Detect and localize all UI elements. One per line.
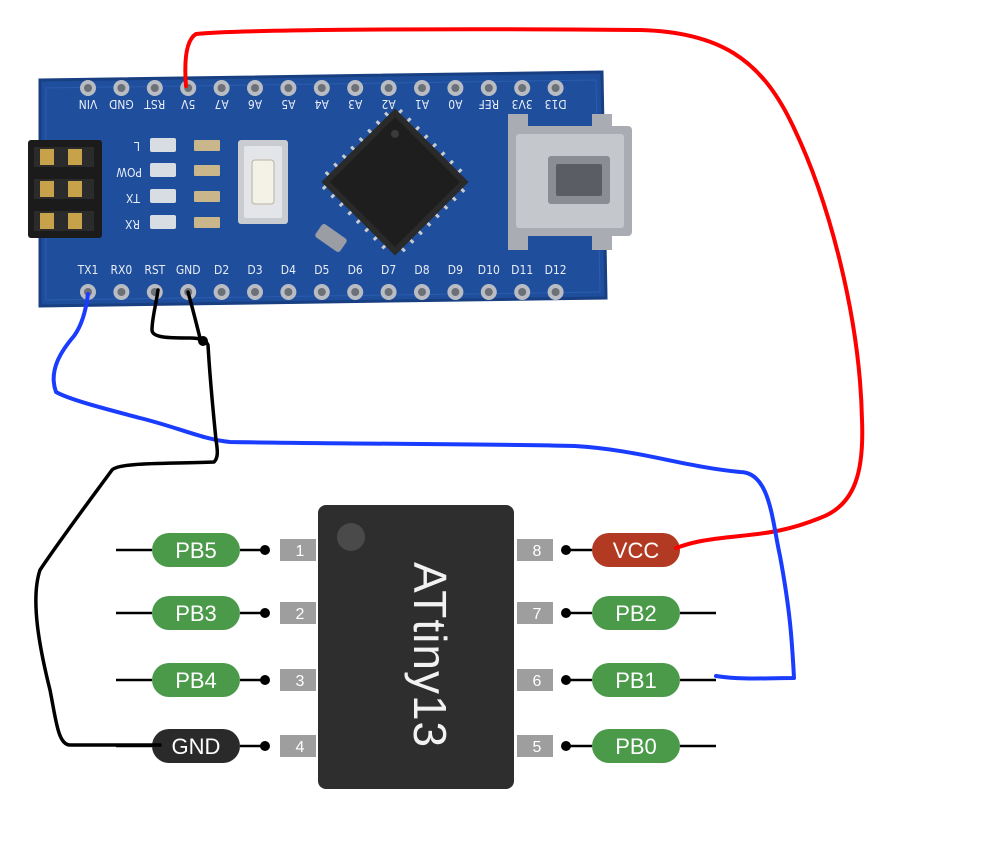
led-label-rx: RX	[125, 217, 141, 231]
top-pin-label: 5V	[180, 97, 195, 111]
top-pin-label: RST	[144, 97, 165, 111]
pin-pb0: PB0 5	[517, 729, 716, 763]
pin-vcc: VCC 8	[517, 533, 680, 567]
pin-number: 1	[296, 543, 305, 560]
top-pin-label: D13	[545, 97, 567, 111]
top-pin-label: GND	[109, 97, 134, 111]
attiny13-package: ATtiny13	[318, 505, 514, 789]
bottom-pin-label: D7	[381, 263, 396, 277]
chip-label: ATtiny13	[404, 562, 456, 748]
pin-number-box	[280, 735, 316, 757]
pin-number: 8	[533, 543, 542, 560]
pin-label-pill	[592, 596, 680, 630]
pin-number-box	[280, 539, 316, 561]
pin-number: 6	[533, 673, 542, 690]
top-pin-label: A0	[448, 97, 462, 111]
pin-pb3: PB3 2	[116, 596, 316, 630]
pin-number-box	[517, 602, 553, 624]
wires	[34, 27, 865, 747]
top-header-pins	[80, 80, 564, 96]
bottom-pin-label: D9	[448, 263, 463, 277]
wire-5v-to-vcc	[183, 27, 865, 550]
pin-label-pill	[152, 729, 240, 763]
pin-label-text: PB2	[615, 601, 657, 626]
pin-number-box	[517, 735, 553, 757]
pin-label-text: VCC	[613, 538, 660, 563]
pin1-marker	[337, 523, 365, 551]
atmega-chip	[321, 108, 469, 256]
pin-pb1: PB1 6	[517, 663, 716, 697]
top-pin-label: A6	[248, 97, 262, 111]
pin-label-pill	[152, 596, 240, 630]
bottom-pin-label: TX1	[77, 263, 99, 277]
pin-number-box	[280, 669, 316, 691]
bottom-pin-label: GND	[176, 263, 201, 277]
top-pin-label: A2	[381, 97, 395, 111]
top-pin-label: A1	[415, 97, 429, 111]
pin-pb5: PB5 1	[116, 533, 316, 567]
bottom-pin-label: D2	[214, 263, 229, 277]
pin-label-pill	[152, 663, 240, 697]
top-pin-label: A4	[315, 97, 329, 111]
pin-label-pill	[592, 533, 680, 567]
bottom-pin-label: D10	[478, 263, 500, 277]
bottom-pin-label: D11	[511, 263, 533, 277]
pin-label-text: GND	[172, 734, 221, 759]
top-pin-label: VIN	[79, 97, 98, 111]
pin-label-text: PB1	[615, 668, 657, 693]
icsp-header	[28, 140, 102, 238]
bottom-pin-label: D4	[281, 263, 296, 277]
top-pin-label: 3V3	[512, 97, 533, 111]
led-label-pow: POW	[116, 165, 142, 179]
pin-number: 3	[296, 673, 305, 690]
led-label-l: L	[134, 139, 140, 153]
pin-gnd: GND 4	[116, 729, 316, 763]
usb-connector	[508, 114, 632, 250]
top-pin-labels: VIN GND RST 5V A7 A6 A5 A4 A3 A2 A1 A0 REF 3V3 D13	[79, 97, 567, 111]
bottom-pin-label: D12	[545, 263, 567, 277]
crystal	[315, 224, 347, 252]
pin-number: 5	[533, 739, 542, 756]
bottom-pin-labels: TX1 RX0 RST GND D2 D3 D4 D5 D6 D7 D8 D9 D10 D11 D12	[77, 263, 567, 277]
bottom-pin-label: D3	[247, 263, 262, 277]
bottom-pin-label: D8	[414, 263, 429, 277]
pin-label-pill	[152, 533, 240, 567]
pin-label-text: PB3	[175, 601, 217, 626]
pin-label-text: PB4	[175, 668, 217, 693]
pin-number: 7	[533, 606, 542, 623]
pin-label-pill	[592, 729, 680, 763]
bottom-pin-label: D5	[314, 263, 329, 277]
pin-label-text: PB5	[175, 538, 217, 563]
pin-number-box	[517, 669, 553, 691]
bottom-pin-label: RST	[144, 263, 165, 277]
wire-tx1-to-pb1	[51, 292, 796, 681]
led-column: L POW TX RX	[116, 138, 220, 231]
pin-label-pill	[592, 663, 680, 697]
top-pin-label: A5	[281, 97, 295, 111]
pin-label-text: PB0	[615, 734, 657, 759]
wire-gnd-to-gnd	[34, 288, 220, 747]
led-label-tx: TX	[125, 191, 141, 205]
bottom-header-pins	[80, 284, 564, 300]
arduino-nano-board: L POW TX RX	[28, 70, 632, 308]
junction-dot	[198, 336, 208, 346]
reset-button	[238, 140, 288, 224]
top-pin-label: A3	[348, 97, 362, 111]
bottom-pin-label: D6	[348, 263, 363, 277]
pin-number: 4	[296, 739, 305, 756]
pin-pb4: PB4 3	[116, 663, 316, 697]
bottom-pin-label: RX0	[111, 263, 133, 277]
top-pin-label: A7	[214, 97, 228, 111]
pin-number: 2	[296, 606, 305, 623]
pin-number-box	[517, 539, 553, 561]
pin-number-box	[280, 602, 316, 624]
top-pin-label: REF	[479, 97, 500, 111]
pin-pb2: PB2 7	[517, 596, 716, 630]
wire-gnd-branch	[186, 290, 202, 340]
chip-body	[318, 505, 514, 789]
